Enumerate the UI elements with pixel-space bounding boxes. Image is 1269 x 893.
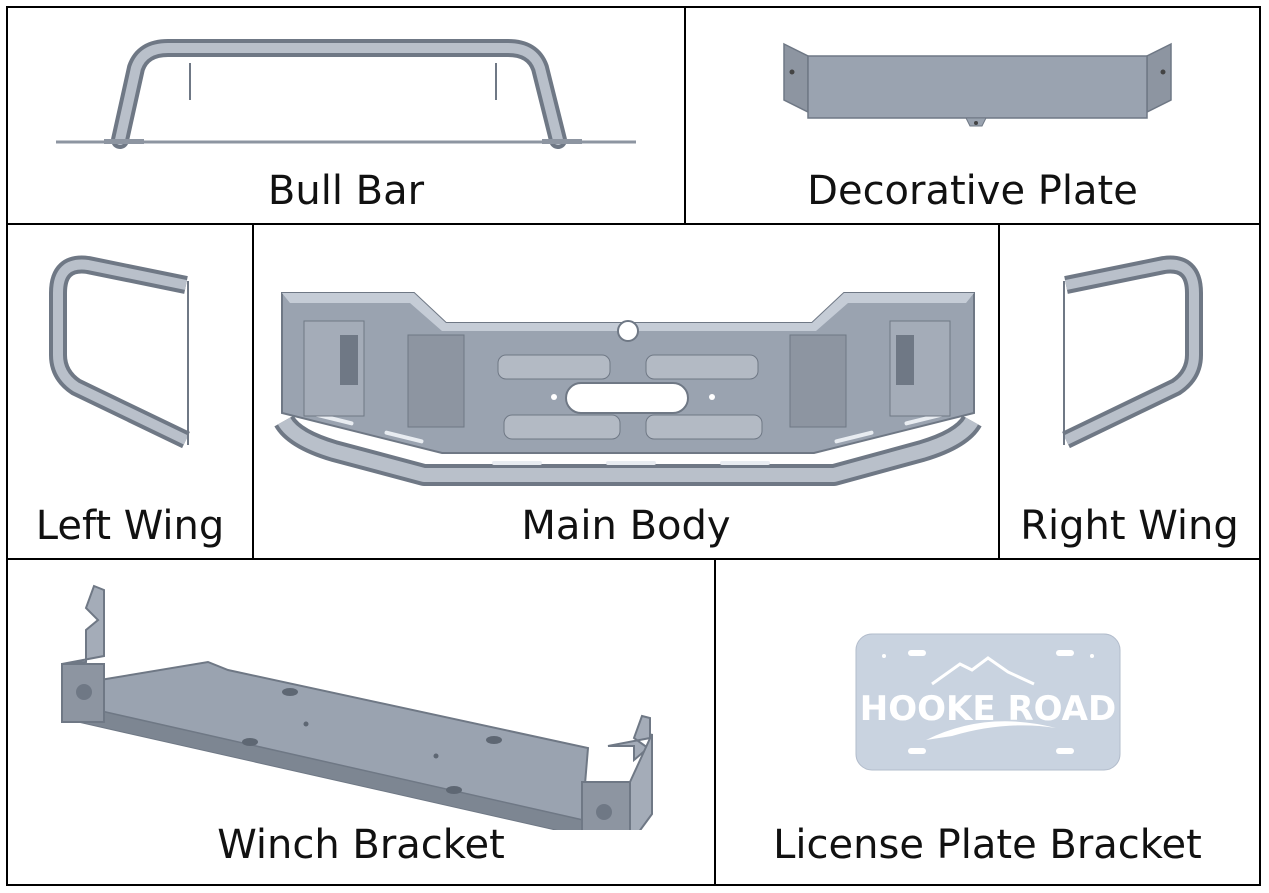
cell-bull-bar: Bull Bar bbox=[8, 8, 686, 225]
cell-main-body: Main Body bbox=[254, 225, 1000, 560]
winch-bracket-label: Winch Bracket bbox=[217, 822, 505, 868]
left-wing-image bbox=[49, 255, 190, 449]
decorative-plate-label: Decorative Plate bbox=[807, 168, 1138, 214]
cell-right-wing: Right Wing bbox=[1000, 225, 1259, 560]
decorative-plate-image bbox=[783, 42, 1172, 127]
main-body-image bbox=[274, 292, 982, 486]
license-plate-bracket-label: License Plate Bracket bbox=[773, 822, 1202, 868]
bull-bar-label: Bull Bar bbox=[267, 168, 425, 214]
cell-license-plate-bracket: HOOKE ROAD License Plate Bracket bbox=[716, 560, 1259, 884]
bull-bar-image bbox=[56, 39, 636, 149]
cell-left-wing: Left Wing bbox=[8, 225, 254, 560]
cell-winch-bracket: Winch Bracket bbox=[8, 560, 716, 884]
parts-sheet: Bull Bar Decorative Plate Left Wing bbox=[6, 6, 1261, 886]
license-plate-image: HOOKE ROAD bbox=[855, 633, 1121, 771]
left-wing-label: Left Wing bbox=[35, 503, 225, 549]
right-wing-image bbox=[1062, 255, 1203, 449]
winch-bracket-image bbox=[61, 584, 653, 830]
right-wing-label: Right Wing bbox=[1020, 503, 1239, 549]
cell-decorative-plate: Decorative Plate bbox=[686, 8, 1259, 225]
main-body-label: Main Body bbox=[521, 503, 731, 549]
plate-logo-text: HOOKE ROAD bbox=[860, 689, 1116, 729]
